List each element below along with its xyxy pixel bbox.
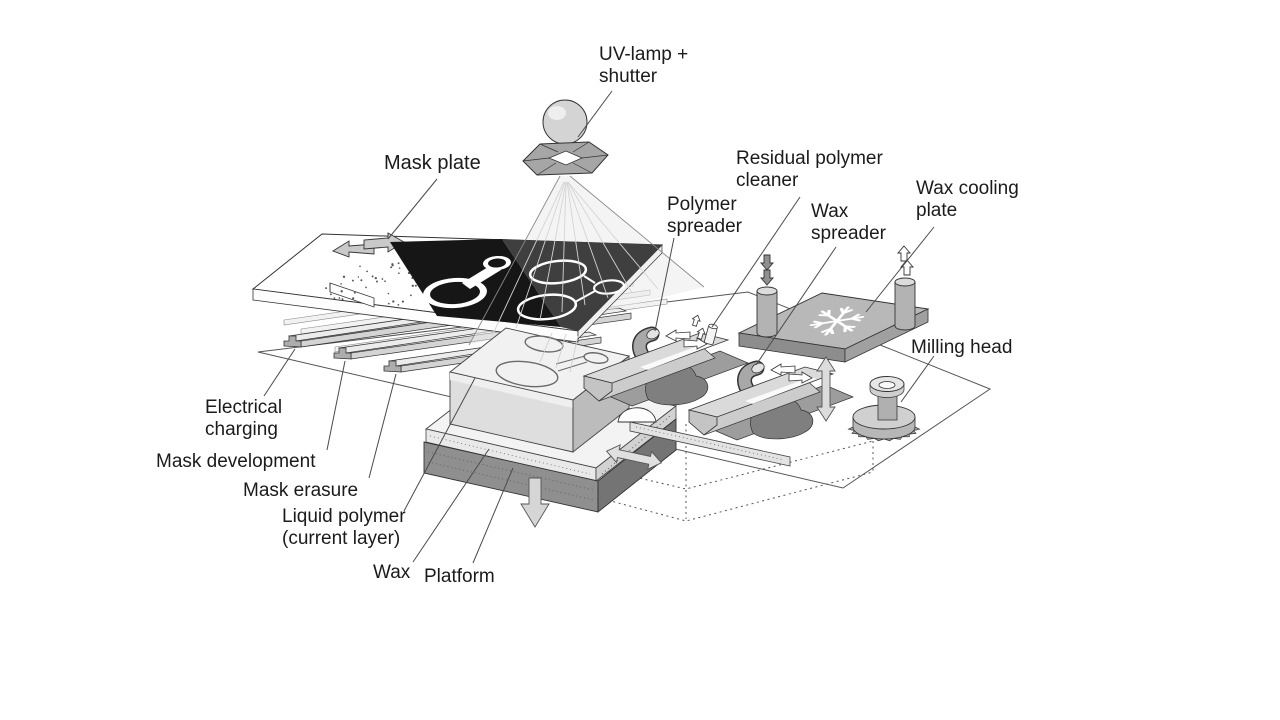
label-milling-head: Milling head: [911, 337, 1013, 358]
platform-slab: [423, 415, 677, 513]
ghost-outline-dotted: [591, 424, 874, 522]
uv-lamp-icon: [542, 99, 588, 145]
label-electrical-charging: Electrical charging: [205, 397, 283, 440]
guide-arch: [617, 407, 657, 423]
snowflake-icon: [809, 306, 865, 336]
mask-plate: [251, 232, 664, 343]
label-liquid-polymer: Liquid polymer (current layer): [282, 506, 406, 549]
down-arrow-icon: [520, 477, 550, 528]
mask-carrier-step: [329, 282, 375, 308]
cured-layer-pattern: [495, 335, 609, 388]
spreader-blade-edge: [688, 409, 718, 436]
down-feed-arrows-icon: [760, 254, 774, 286]
wax-spreader-assembly: [687, 360, 854, 441]
polymer-vat: [448, 327, 631, 453]
label-platform: Platform: [424, 566, 495, 587]
label-mask-development: Mask development: [156, 451, 316, 472]
label-wax-cooling-plate: Wax cooling plate: [916, 178, 1019, 221]
up-retract-arrows-icon: [897, 245, 914, 276]
spray-arrows-icon: [691, 314, 706, 340]
cooling-pin-right: [894, 277, 916, 331]
label-mask-erasure: Mask erasure: [243, 480, 359, 501]
left-right-arrow-icon: [605, 444, 663, 470]
cooling-pin-left: [756, 286, 778, 338]
wax-cooling-plate: [737, 245, 930, 363]
leader-lines: [263, 90, 935, 564]
label-wax: Wax: [373, 562, 411, 583]
spreader-blade-edge: [583, 375, 613, 402]
milling-head-icon: [847, 376, 921, 442]
shutter-icon: [522, 141, 609, 176]
polymer-spreader-assembly: [582, 326, 749, 407]
label-polymer-spreader: Polymer spreader: [667, 194, 742, 237]
label-wax-spreader: Wax spreader: [811, 201, 886, 244]
spreader-motion-arrows-icon: [665, 329, 708, 350]
uv-rays: [468, 175, 705, 346]
up-down-arrow-icon: [816, 356, 836, 422]
projection-lines: [539, 332, 579, 373]
label-mask-plate: Mask plate: [384, 152, 481, 174]
spreader-guide-rail: [629, 421, 791, 467]
mask-image-negative: [390, 239, 561, 327]
spreader-motion-arrows-icon: [770, 363, 813, 384]
label-uv-lamp-shutter: UV-lamp + shutter: [599, 44, 689, 87]
label-residual-cleaner: Residual polymer cleaner: [736, 148, 883, 191]
residual-polymer-cleaner: [691, 314, 718, 345]
